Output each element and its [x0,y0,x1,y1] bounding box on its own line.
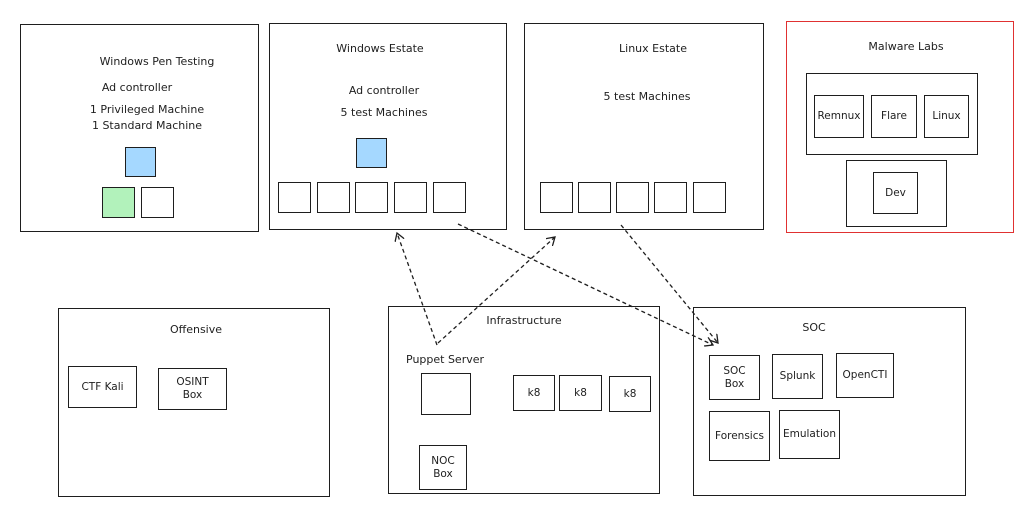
emulation-node[interactable]: Emulation [779,410,840,459]
linux-estate-title: Linux Estate [619,42,687,55]
linux-test-machine-node[interactable] [616,182,649,213]
k8-node[interactable]: k8 [559,375,602,411]
remnux-node[interactable]: Remnux [814,95,864,138]
privileged-machine-node[interactable] [102,187,135,218]
windows-test-machine-node[interactable] [394,182,427,213]
soc-title: SOC [802,321,826,334]
flare-node[interactable]: Flare [871,95,917,138]
windows-estate-ad-controller-node[interactable] [356,138,387,168]
ctf-kali-node[interactable]: CTF Kali [68,366,137,408]
puppet-server-label: Puppet Server [406,353,485,366]
linux-test-machine-node[interactable] [654,182,687,213]
windows-test-machine-node[interactable] [317,182,350,213]
windows-test-machine-node[interactable] [433,182,466,213]
infrastructure-title: Infrastructure [486,314,562,327]
standard-machine-node[interactable] [141,187,174,218]
offensive-title: Offensive [169,323,223,336]
soc-box-node[interactable]: SOC Box [709,355,760,400]
group-windows-pen-testing[interactable] [20,24,259,232]
windows-test-machine-node[interactable] [278,182,311,213]
windows-estate-line-ad: Ad controller [348,84,420,97]
osint-box-node[interactable]: OSINT Box [158,368,227,410]
dev-group[interactable] [846,160,947,227]
windows-pen-testing-title: Windows Pen Testing [99,55,215,68]
linux-test-machine-node[interactable] [540,182,573,213]
windows-pen-testing-line-standard: 1 Standard Machine [91,119,203,132]
linux-test-machine-node[interactable] [578,182,611,213]
splunk-node[interactable]: Splunk [772,354,823,399]
windows-estate-line-machines: 5 test Machines [340,106,428,119]
group-soc[interactable] [693,307,966,496]
k8-node[interactable]: k8 [513,375,555,411]
forensics-node[interactable]: Forensics [709,411,770,461]
malware-linux-node[interactable]: Linux [924,95,969,138]
malware-labs-title: Malware Labs [868,40,944,53]
puppet-server-node[interactable] [421,373,471,415]
windows-pen-testing-line-privileged: 1 Privileged Machine [89,103,205,116]
linux-estate-line-machines: 5 test Machines [603,90,691,103]
group-offensive[interactable] [58,308,330,497]
dev-node[interactable]: Dev [873,172,918,214]
noc-box-node[interactable]: NOC Box [419,445,467,490]
windows-test-machine-node[interactable] [355,182,388,213]
windows-estate-title: Windows Estate [336,42,424,55]
opencti-node[interactable]: OpenCTI [836,353,894,398]
ad-controller-node[interactable] [125,147,156,177]
linux-test-machine-node[interactable] [693,182,726,213]
group-windows-estate[interactable] [269,23,507,230]
malware-analysis-group[interactable] [806,73,978,155]
k8-node[interactable]: k8 [609,376,651,412]
windows-pen-testing-line-ad: Ad controller [101,81,173,94]
group-malware-labs[interactable] [786,21,1014,233]
